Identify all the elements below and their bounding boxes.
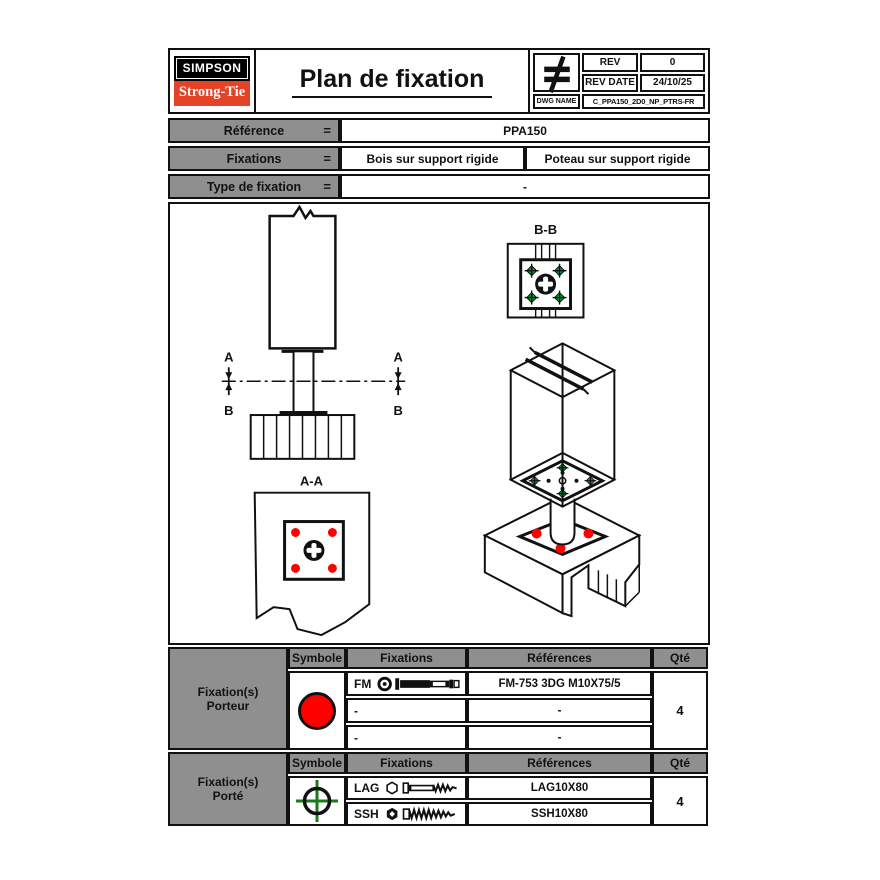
section-label-b-right: B: [393, 403, 402, 418]
fixation-code: FM: [354, 676, 372, 691]
rev-date-value: 24/10/25: [640, 73, 705, 92]
fixations-label-cell: Fixations =: [168, 146, 340, 171]
section-label-a-right: A: [393, 349, 402, 364]
not-equal-icon: [543, 55, 570, 93]
header-qte: Qté: [652, 647, 708, 669]
technical-drawing: A A B B B-B A-A: [221, 204, 642, 637]
section-aa-view: [253, 491, 371, 637]
support-hatching: [262, 415, 343, 459]
elevation-view: [221, 204, 406, 460]
ssh-screw-icon: [386, 806, 455, 822]
simpson-strongtie-logo: SIMPSON Strong-Tie: [174, 56, 250, 106]
logo-cell: SIMPSON Strong-Tie: [170, 50, 256, 112]
porteur-table: Fixation(s) Porteur Symbole Fixations Ré…: [168, 647, 710, 750]
section-aa-title: A-A: [300, 474, 323, 489]
section-bb-view: [506, 242, 585, 319]
header-fixations: Fixations: [346, 752, 467, 774]
reference-cell: -: [467, 698, 652, 723]
logo-top-box: SIMPSON: [174, 56, 250, 81]
porteur-symbol-cell: [288, 671, 346, 750]
fixations-label: Fixations: [226, 151, 282, 166]
reference-row: Référence = PPA150: [168, 118, 710, 143]
reference-label-cell: Référence =: [168, 118, 340, 143]
porte-qty: 4: [652, 776, 708, 826]
fixations-row: Fixations = Bois sur support rigide Pote…: [168, 146, 710, 171]
fixation-row: -: [346, 698, 467, 723]
reference-cell: LAG10X80: [467, 776, 652, 800]
title-block: SIMPSON Strong-Tie Plan de fixation REV …: [168, 48, 710, 114]
anchor-stem: [292, 350, 315, 415]
group-line1: Fixation(s): [197, 684, 259, 699]
iso-break-line-2: [524, 357, 585, 391]
equals-sign: =: [323, 123, 331, 138]
iso-base-dots: [531, 528, 594, 554]
iso-block-broken-face: [561, 533, 641, 618]
red-dot-symbol-icon: [298, 691, 336, 730]
brand-name-top: SIMPSON: [176, 58, 248, 79]
type-fixation-label-cell: Type de fixation =: [168, 174, 340, 199]
fixation-row: -: [346, 725, 467, 750]
drawing-area: A A B B B-B A-A: [168, 202, 710, 645]
header-qte: Qté: [652, 752, 708, 774]
equals-sign: =: [323, 151, 331, 166]
header-references: Références: [467, 752, 652, 774]
rev-date-label: REV DATE: [582, 73, 638, 92]
reference-cell: FM-753 3DG M10X75/5: [467, 671, 652, 696]
type-fixation-row: Type de fixation = -: [168, 174, 710, 199]
page-title: Plan de fixation: [291, 65, 493, 98]
aa-fastener-dots: [291, 528, 337, 573]
group-line2: Porteur: [206, 698, 250, 713]
porte-group-label: Fixation(s) Porté: [168, 752, 288, 826]
porteur-qty: 4: [652, 671, 708, 750]
porte-table: Fixation(s) Porté Symbole Fixations Réfé…: [168, 752, 710, 826]
group-line2: Porté: [212, 789, 244, 803]
reference-label: Référence: [223, 123, 285, 138]
equals-sign: =: [323, 179, 331, 194]
type-fixation-value: -: [340, 174, 710, 199]
iso-stem-cylinder: [549, 498, 576, 546]
header-fixations: Fixations: [346, 647, 467, 669]
dwg-name-value: C_PPA150_2D0_NP_PTRS-FR: [582, 94, 705, 109]
section-mark-left: [225, 367, 233, 396]
section-bb-title: B-B: [534, 222, 557, 237]
section-label-b-left: B: [224, 403, 233, 418]
lag-screw-icon: [386, 781, 458, 795]
section-mark-right: [394, 367, 402, 396]
drawing-sheet: SIMPSON Strong-Tie Plan de fixation REV …: [168, 48, 710, 826]
post-outline: [268, 204, 337, 350]
revision-block: REV 0 REV DATE 24/10/25 DWG NAME C_PPA15…: [530, 50, 708, 112]
rev-value: 0: [640, 53, 705, 72]
fixation-row: LAG: [346, 776, 467, 800]
section-label-a-left: A: [224, 349, 233, 364]
iso-break-hatching: [597, 564, 641, 607]
iso-post-wireframe: [508, 342, 617, 508]
porte-symbol-cell: [288, 776, 346, 826]
anchor-bolt-icon: [377, 676, 460, 691]
header-symbole: Symbole: [288, 647, 346, 669]
fixations-value-right: Poteau sur support rigide: [525, 146, 710, 171]
reference-cell: -: [467, 725, 652, 750]
rev-label: REV: [582, 53, 638, 72]
reference-cell: SSH10X80: [467, 802, 652, 826]
header-references: Références: [467, 647, 652, 669]
fixations-value-left: Bois sur support rigide: [340, 146, 525, 171]
title-cell: Plan de fixation: [256, 50, 530, 112]
fixation-code: SSH: [354, 807, 379, 821]
iso-break-line-1: [533, 350, 594, 384]
type-fixation-label: Type de fixation: [206, 179, 302, 194]
green-crosshair-symbol-icon: [296, 780, 338, 822]
fixation-row: SSH: [346, 802, 467, 826]
group-line1: Fixation(s): [197, 775, 259, 789]
porteur-group-label: Fixation(s) Porteur: [168, 647, 288, 750]
projection-symbol-icon: [533, 53, 580, 93]
header-symbole: Symbole: [288, 752, 346, 774]
brand-name-bottom: Strong-Tie: [174, 81, 250, 106]
fixation-code: LAG: [354, 781, 380, 795]
reference-value: PPA150: [340, 118, 710, 143]
fixation-row: FM: [346, 671, 467, 696]
dwg-name-label: DWG NAME: [533, 94, 580, 109]
